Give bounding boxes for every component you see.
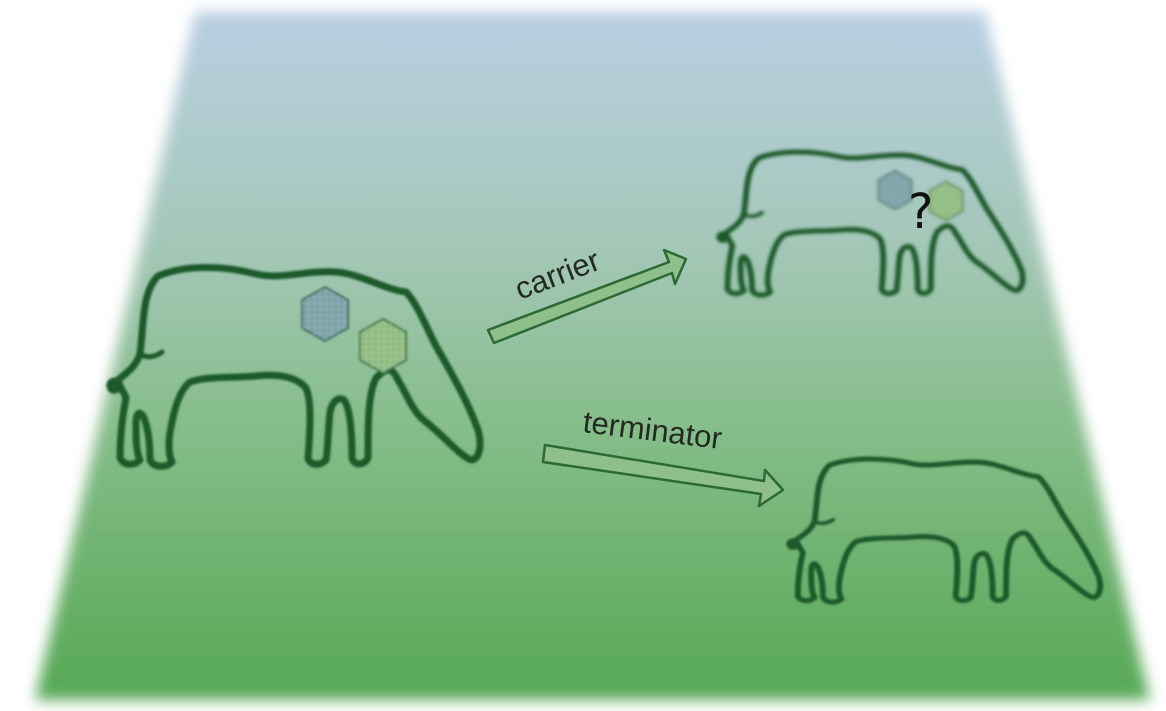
unknown-marker: ? [908,184,933,240]
hexagon-icon [302,287,348,341]
ground-plane [35,12,1150,700]
hexagon-icon [929,182,962,221]
hexagon-icon [360,319,406,373]
hexagon-icon [878,171,911,210]
